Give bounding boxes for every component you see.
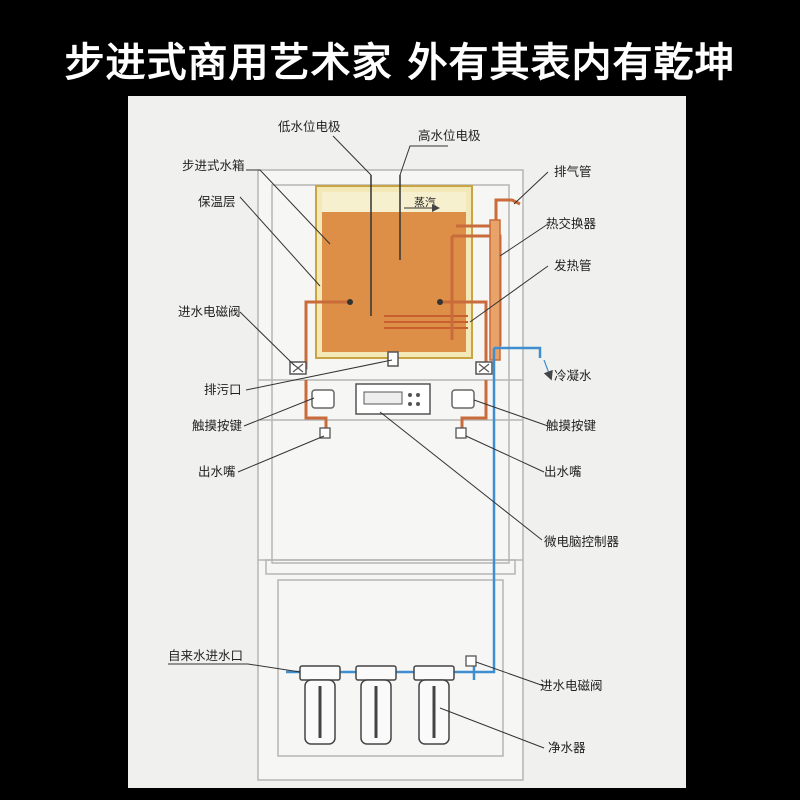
- label-drain: 排污口: [204, 382, 242, 397]
- valve-left: [289, 361, 307, 375]
- inlet-valve-bottom: [465, 655, 477, 667]
- label-insulation: 保温层: [198, 194, 236, 209]
- label-vent: 排气管: [554, 164, 592, 179]
- label-low-probe: 低水位电极: [278, 119, 341, 134]
- label-high-probe: 高水位电极: [418, 128, 481, 143]
- label-controller: 微电脑控制器: [544, 534, 620, 549]
- leader-lines: [168, 135, 549, 749]
- label-inlet-valve-bottom: 进水电磁阀: [540, 678, 603, 693]
- label-touch-left: 触摸按键: [192, 418, 243, 433]
- label-heater: 发热管: [554, 258, 592, 273]
- heater-coil: [384, 315, 468, 329]
- label-touch-right: 触摸按键: [546, 418, 597, 433]
- touch-key-right: [451, 389, 475, 409]
- steam-text: 蒸汽: [414, 195, 436, 209]
- label-spout-right: 出水嘴: [544, 464, 582, 479]
- heat-exchanger: [489, 219, 501, 361]
- spout-left: [319, 427, 331, 439]
- label-spout-left: 出水嘴: [198, 464, 236, 479]
- label-heat-exchanger: 热交换器: [546, 216, 597, 231]
- label-tap-inlet: 自来水进水口: [168, 648, 243, 663]
- purifier-cartridges: [299, 665, 455, 745]
- touch-key-left: [311, 389, 335, 409]
- label-inlet-valve-top: 进水电磁阀: [178, 304, 241, 319]
- label-condensate: 冷凝水: [554, 368, 592, 383]
- page-title: 步进式商用艺术家 外有其表内有乾坤: [64, 40, 736, 86]
- label-purifier: 净水器: [548, 740, 586, 755]
- drain-outlet: [387, 351, 399, 367]
- label-tank: 步进式水箱: [182, 158, 245, 173]
- tank-water: [322, 212, 466, 352]
- spout-right: [455, 427, 467, 439]
- valve-right: [475, 361, 493, 375]
